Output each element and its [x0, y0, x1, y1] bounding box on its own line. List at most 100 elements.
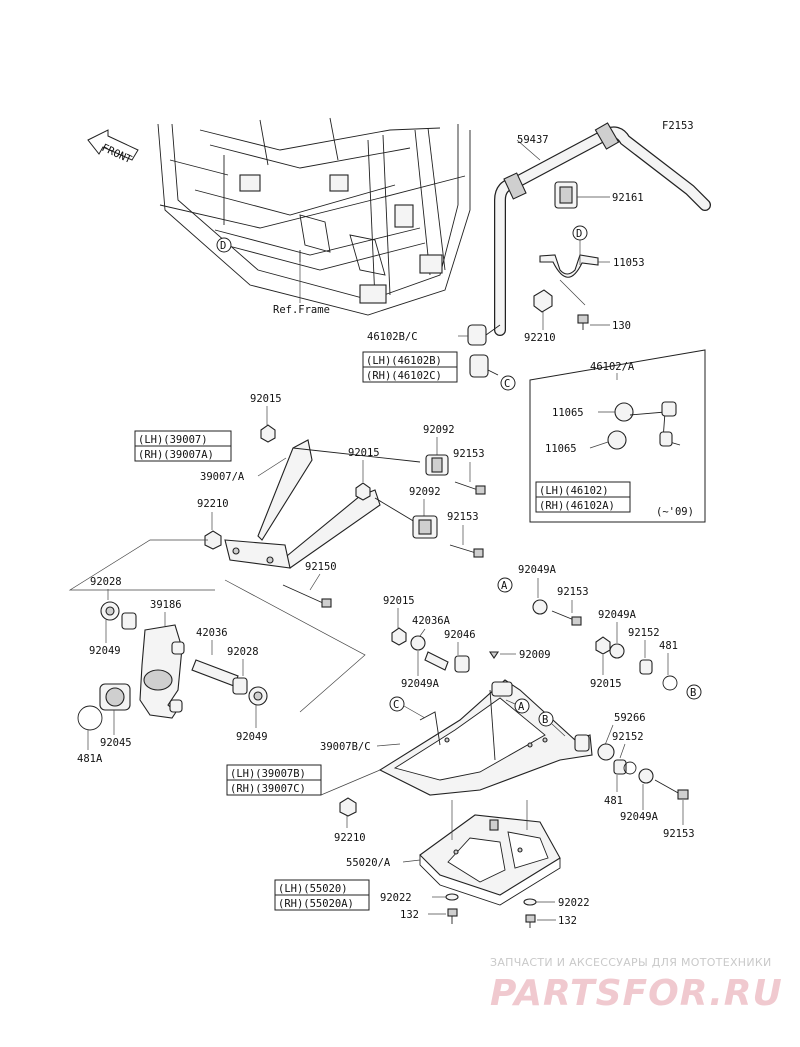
svg-text:(LH)(39007): (LH)(39007) [138, 434, 208, 446]
bolt-132-left [447, 908, 458, 924]
washer-92022-right [523, 898, 537, 906]
bolt-92153-lower [654, 779, 689, 800]
callout-42036: 42036 [196, 627, 228, 639]
ref-a-lower: A [514, 698, 530, 714]
stabilizer-clamp [539, 254, 599, 278]
grease-nipple-92009 [488, 651, 500, 659]
callout-92153-upper: 92153 [453, 448, 485, 460]
detail-46102a: 46102/A 11065 11065 (LH)(46102) (RH)(461… [529, 349, 706, 523]
svg-text:(RH)(55020A): (RH)(55020A) [278, 898, 354, 910]
svg-text:A: A [518, 701, 525, 713]
joint-46102bc [467, 324, 501, 378]
seal-92049A-1 [532, 599, 548, 615]
svg-text:(RH)(39007A): (RH)(39007A) [138, 449, 214, 461]
svg-text:D: D [220, 240, 226, 252]
svg-text:(LH)(46102): (LH)(46102) [539, 485, 609, 497]
frame-illustration [157, 117, 471, 316]
callout-92092-upper: 92092 [423, 424, 455, 436]
svg-text:(RH)(46102A): (RH)(46102A) [539, 500, 615, 512]
nut-92015-mid [355, 482, 371, 501]
ref-d-frame: D [216, 237, 232, 253]
diagram-id: F2153 [662, 120, 694, 132]
svg-text:(RH)(46102C): (RH)(46102C) [366, 370, 442, 382]
ref-b-lower: B [538, 711, 554, 727]
callout-92049A-3: 92049A [598, 609, 637, 621]
skid-plate [419, 814, 561, 906]
stabilizer-bushing [554, 181, 578, 209]
callout-92015-mid: 92015 [348, 447, 380, 459]
nut-92015-upper [260, 424, 276, 443]
callout-39007bc: 39007B/C [320, 741, 371, 753]
circlip-481-bottom [623, 761, 637, 775]
callout-481a: 481A [77, 753, 103, 765]
callout-11053: 11053 [613, 257, 645, 269]
svg-text:A: A [501, 580, 508, 592]
callout-481-bottom: 481 [604, 795, 623, 807]
callout-92161: 92161 [612, 192, 644, 204]
callout-11065-top: 11065 [552, 407, 584, 419]
callout-92210-mid: 92210 [197, 498, 229, 510]
callout-132-right: 132 [558, 915, 577, 927]
callout-59437: 59437 [517, 134, 549, 146]
seal-92049A-4 [638, 768, 654, 784]
bolt-92153-upper [454, 481, 486, 495]
collar-92152-bottom [613, 759, 627, 775]
bushing-92092-lower [412, 515, 438, 539]
svg-text:B: B [542, 714, 548, 726]
svg-text:D: D [576, 228, 582, 240]
callout-92046: 92046 [444, 629, 476, 641]
nut-92210-mid [204, 530, 222, 550]
callout-481-top: 481 [659, 640, 678, 652]
bolt-92153-right [551, 610, 582, 626]
svg-text:(LH)(55020): (LH)(55020) [278, 883, 348, 895]
callout-130: 130 [612, 320, 631, 332]
callout-92092-lower: 92092 [409, 486, 441, 498]
callout-42036A: 42036A [412, 615, 451, 627]
callout-39007a: 39007/A [200, 471, 245, 483]
callout-59266: 59266 [614, 712, 646, 724]
callout-92015-upper: 92015 [250, 393, 282, 405]
callout-92153-lower: 92153 [663, 828, 695, 840]
watermark-logo: PARTSFOR.RU [490, 973, 783, 1014]
knuckle-group-outline-upper [68, 539, 215, 591]
year-note: (~'09) [656, 506, 694, 518]
callout-92009: 92009 [519, 649, 551, 661]
bolt-132-right [525, 914, 536, 928]
svg-text:(LH)(39007B): (LH)(39007B) [230, 768, 306, 780]
callout-55020A: 55020/A [346, 857, 391, 869]
shaft-42036A [424, 651, 449, 671]
svg-text:B: B [690, 687, 696, 699]
nut-92015-right [595, 636, 611, 655]
svg-text:C: C [504, 378, 510, 390]
steering-knuckle [139, 624, 185, 719]
bearing-92045 [99, 683, 131, 711]
collar-92028-left [121, 612, 137, 630]
callout-92153-right: 92153 [557, 586, 589, 598]
ref-c-joint: C [500, 375, 516, 391]
ref-c-lower: C [389, 696, 405, 712]
callout-92150: 92150 [305, 561, 337, 573]
upper-a-arm [224, 439, 421, 569]
ref-b-right: B [686, 684, 702, 700]
washer-92022-left [445, 893, 459, 901]
collar-92046 [454, 655, 470, 673]
knuckle-group-outline-lower [224, 579, 366, 713]
seal-59266 [597, 743, 615, 761]
collar-92152-top [639, 659, 653, 675]
callout-92028-left: 92028 [90, 576, 122, 588]
callout-92210-top: 92210 [524, 332, 556, 344]
box-39007bc: (LH)(39007B) (RH)(39007C) [226, 764, 322, 796]
callout-11065-bottom: 11065 [545, 443, 577, 455]
front-arrow-icon: FRONT [87, 129, 139, 166]
circlip-481-top [662, 675, 678, 691]
bolt-92153-mid [449, 544, 484, 558]
circlip-481a [77, 705, 103, 731]
ref-a-upper: A [497, 577, 513, 593]
callout-92153-mid: 92153 [447, 511, 479, 523]
callout-92045: 92045 [100, 737, 132, 749]
callout-92028-right: 92028 [227, 646, 259, 658]
svg-text:(RH)(39007C): (RH)(39007C) [230, 783, 306, 795]
nut-92015-left [391, 627, 407, 646]
svg-text:(LH)(46102B): (LH)(46102B) [366, 355, 442, 367]
bushing-92092-upper [425, 454, 449, 476]
